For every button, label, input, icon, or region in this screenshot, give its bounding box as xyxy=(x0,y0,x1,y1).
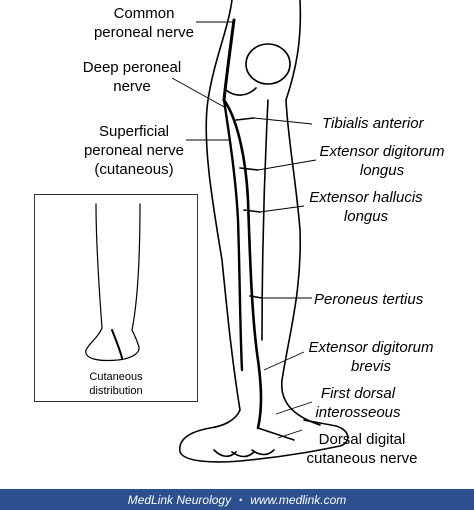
inset-leg-right xyxy=(131,203,141,331)
label-line: longus xyxy=(343,208,389,225)
label-line: Extensor hallucis xyxy=(309,189,423,206)
leader-deep-peroneal xyxy=(171,77,227,109)
inset-leg-left xyxy=(95,203,103,329)
leader-edb xyxy=(263,351,305,371)
label-peroneus-tertius: Peroneus tertius xyxy=(314,291,424,308)
inset-cutaneous-area xyxy=(111,329,123,359)
deep-peroneal-nerve xyxy=(222,98,263,430)
label-first-dorsal-interosseous: First dorsal interosseous xyxy=(306,384,410,422)
leader-edl xyxy=(257,159,317,171)
inset-foot xyxy=(85,327,140,362)
label-line: longus xyxy=(359,162,405,179)
toes xyxy=(213,449,275,458)
fibula-head xyxy=(225,87,257,96)
leg-lateral-outline xyxy=(205,0,241,411)
label-line: peroneal nerve xyxy=(93,24,195,41)
branch-ehl xyxy=(243,209,261,213)
label-line: nerve xyxy=(113,78,151,95)
label-line: brevis xyxy=(350,358,391,375)
label-line: Extensor digitorum xyxy=(308,339,434,356)
inset-caption: Cutaneous distribution xyxy=(34,370,198,398)
footer-bar: MedLink Neurology • www.medlink.com xyxy=(0,489,474,510)
label-line: Deep peroneal xyxy=(82,59,182,76)
label-line: interosseous xyxy=(315,404,401,421)
inset-caption-line: distribution xyxy=(89,385,143,397)
label-extensor-digitorum-brevis: Extensor digitorum brevis xyxy=(300,338,442,376)
common-peroneal-nerve xyxy=(222,18,236,102)
label-line: cutaneous nerve xyxy=(306,450,418,467)
label-line: Dorsal digital xyxy=(318,431,406,448)
inset-panel xyxy=(34,194,198,402)
label-extensor-digitorum-longus: Extensor digitorum longus xyxy=(312,142,452,180)
label-line: First dorsal xyxy=(320,385,396,402)
label-common-peroneal: Common peroneal nerve xyxy=(84,4,204,42)
label-line: peroneal nerve xyxy=(83,142,185,159)
branch-peroneus-tertius xyxy=(249,295,263,299)
label-extensor-hallucis-longus: Extensor hallucis longus xyxy=(304,188,428,226)
patella xyxy=(245,43,291,85)
label-line: Superficial xyxy=(98,123,170,140)
label-superficial-peroneal: Superficial peroneal nerve (cutaneous) xyxy=(74,122,194,179)
tibia-crest xyxy=(261,99,269,341)
leg-medial-outline xyxy=(280,0,321,426)
label-tibialis-anterior: Tibialis anterior xyxy=(322,115,424,132)
footer-separator: • xyxy=(239,494,243,505)
leader-first-dorsal xyxy=(275,401,313,415)
label-deep-peroneal: Deep peroneal nerve xyxy=(72,58,192,96)
footer-brand: MedLink Neurology xyxy=(127,492,232,507)
footer-url[interactable]: www.medlink.com xyxy=(250,492,347,507)
foot-outline xyxy=(179,409,349,463)
branch-tibialis xyxy=(235,117,255,121)
branch-foot xyxy=(257,427,295,441)
inset-caption-line: Cutaneous xyxy=(89,371,143,383)
label-dorsal-digital-cutaneous: Dorsal digital cutaneous nerve xyxy=(300,430,424,468)
leader-ehl xyxy=(259,205,305,213)
leader-dorsal-digital xyxy=(277,429,303,439)
label-line: Common xyxy=(113,5,175,22)
leader-tibialis xyxy=(253,117,313,125)
label-line: Extensor digitorum xyxy=(319,143,445,160)
label-line: (cutaneous) xyxy=(94,161,174,178)
branch-edl xyxy=(239,167,259,171)
